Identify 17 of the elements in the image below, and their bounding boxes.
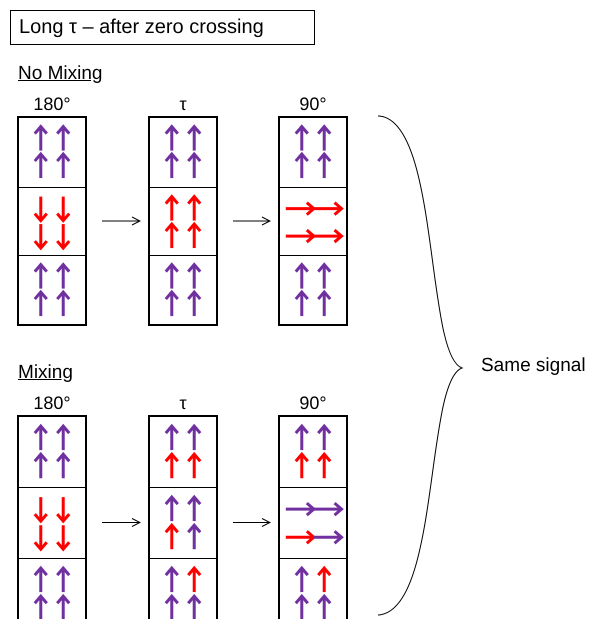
- column-heading: 90°: [298, 94, 328, 115]
- column-heading: 180°: [32, 94, 72, 115]
- spin-cell: [280, 558, 346, 619]
- title-box: Long τ – after zero crossing: [10, 10, 315, 45]
- arrow: [232, 518, 270, 527]
- column-heading: 90°: [298, 393, 328, 414]
- arrow: [102, 518, 140, 527]
- section-heading: No Mixing: [18, 63, 102, 85]
- spin-cell: [150, 558, 216, 619]
- column-heading: 180°: [32, 393, 72, 414]
- arrow: [102, 216, 140, 226]
- section-heading: Mixing: [18, 362, 73, 384]
- spin-cell: [19, 558, 85, 619]
- column-heading: τ: [178, 94, 188, 115]
- arrow: [232, 216, 270, 226]
- column-heading: τ: [178, 393, 188, 414]
- annotation-text: Same signal: [481, 355, 586, 377]
